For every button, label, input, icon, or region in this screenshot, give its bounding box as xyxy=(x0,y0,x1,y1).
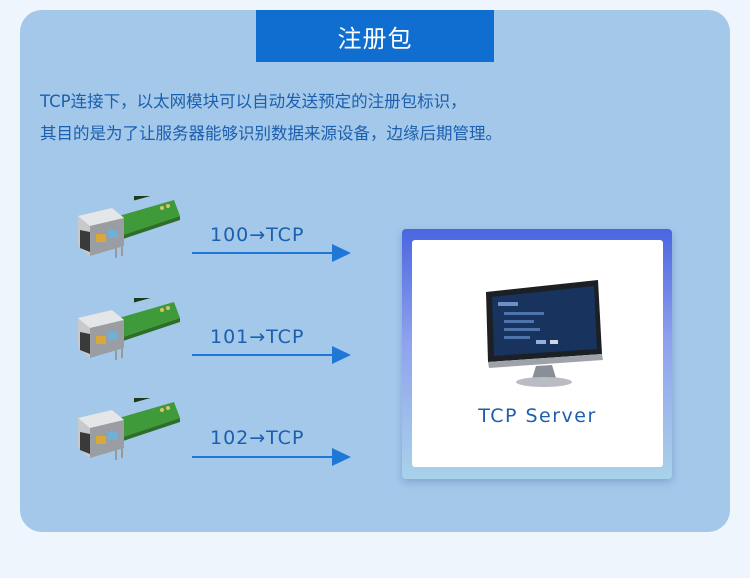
description-line-2: 其目的是为了让服务器能够识别数据来源设备，边缘后期管理。 xyxy=(40,124,502,143)
ethernet-module-icon xyxy=(76,398,180,468)
ethernet-module-icon xyxy=(76,196,180,266)
monitor-icon xyxy=(480,278,606,390)
right-arrow-icon xyxy=(192,243,352,263)
flow-label-1: 100→TCP xyxy=(210,224,305,246)
page-title: 注册包 xyxy=(256,10,494,62)
right-arrow-icon xyxy=(192,345,352,365)
server-card: TCP Server xyxy=(402,229,672,479)
server-label: TCP Server xyxy=(478,405,597,427)
ethernet-module-icon xyxy=(76,298,180,368)
flow-label-3: 102→TCP xyxy=(210,427,305,449)
server-card-inner: TCP Server xyxy=(412,240,663,467)
right-arrow-icon xyxy=(192,447,352,467)
flow-label-2: 101→TCP xyxy=(210,326,305,348)
description-line-1: TCP连接下，以太网模块可以自动发送预定的注册包标识， xyxy=(40,92,467,111)
